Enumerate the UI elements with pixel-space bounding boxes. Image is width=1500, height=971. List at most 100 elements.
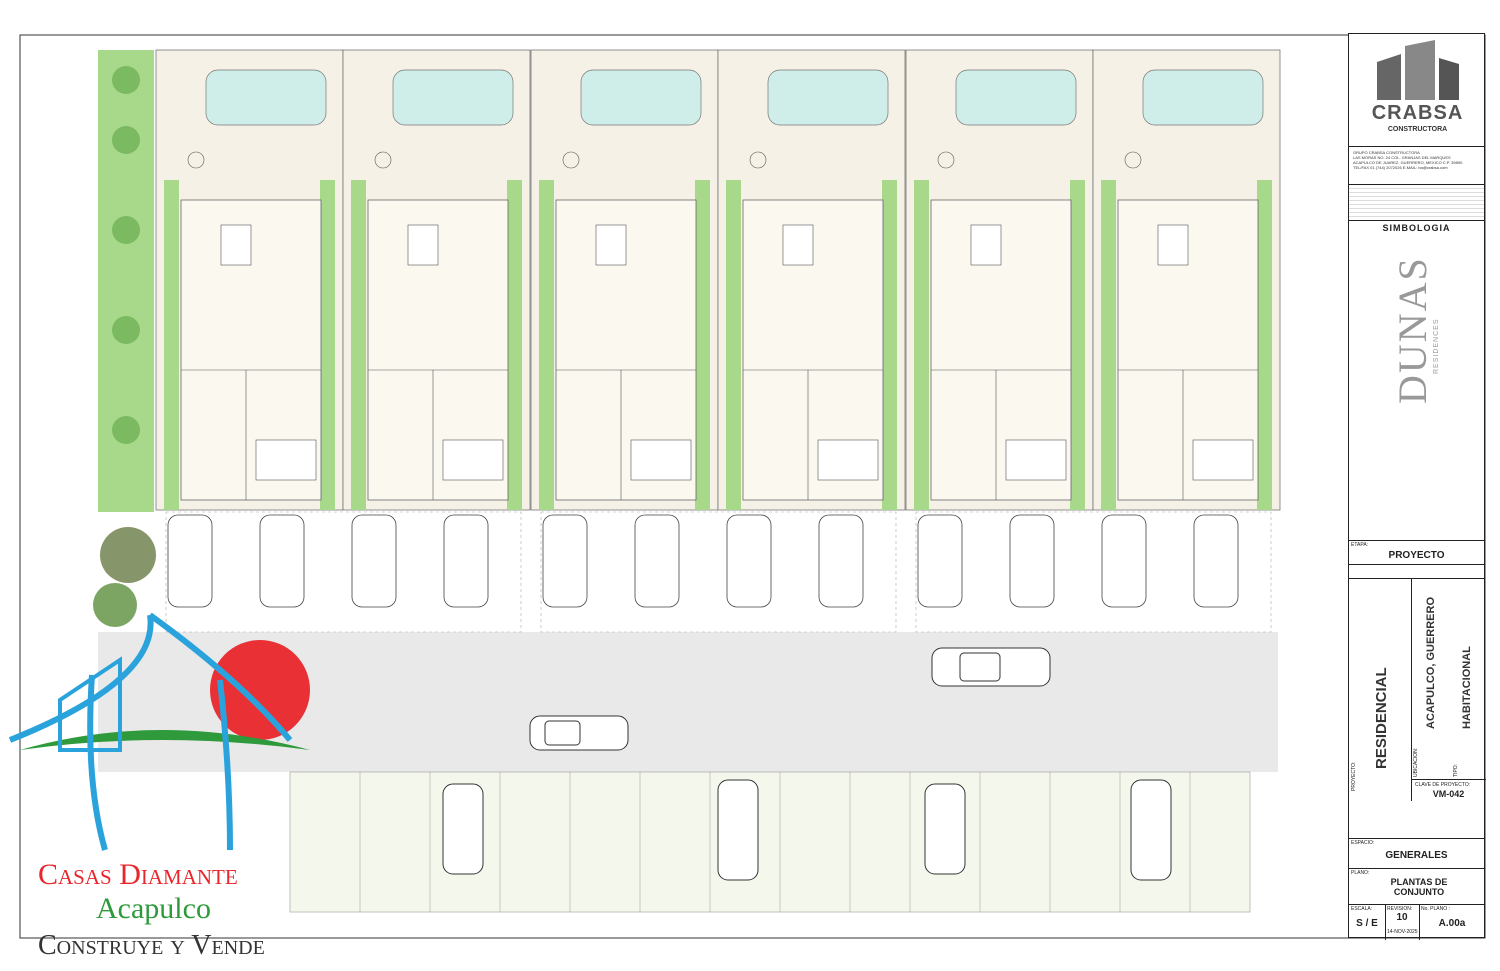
company-info: GRUPO CRABSA CONSTRUCTORA LAS MORAS NO. … bbox=[1349, 146, 1484, 184]
watermark-line-1: Casas Diamante bbox=[38, 858, 238, 891]
project-fields: PROYECTO: RESIDENCIAL UBICACION: ACAPULC… bbox=[1349, 578, 1486, 801]
plano-value: PLANTAS DE CONJUNTO bbox=[1390, 877, 1448, 897]
parked-car bbox=[167, 514, 213, 608]
plano-label: PLANO: bbox=[1351, 870, 1370, 876]
fecha-value: 14-NOV-2025 bbox=[1387, 929, 1418, 935]
watermark-line-3: Construye y Vende bbox=[38, 930, 265, 961]
detail-note-row bbox=[1349, 564, 1484, 578]
tipo-value: HABITACIONAL bbox=[1461, 646, 1473, 729]
pool bbox=[767, 69, 889, 126]
no-plano-label: No. PLANO : bbox=[1421, 906, 1450, 912]
watermark-logo: Casas Diamante Acapulco Construye y Vend… bbox=[0, 600, 330, 971]
espacio-row: ESPACIO: GENERALES bbox=[1349, 838, 1484, 868]
parked-car bbox=[1009, 514, 1055, 608]
parked-car bbox=[917, 514, 963, 608]
pool bbox=[1142, 69, 1264, 126]
bed bbox=[1005, 439, 1067, 481]
no-plano-value: A.00a bbox=[1438, 918, 1466, 929]
company-info-line-1: GRUPO CRABSA CONSTRUCTORA bbox=[1353, 150, 1420, 155]
pool bbox=[205, 69, 327, 126]
title-block: CRABSA CONSTRUCTORA GRUPO CRABSA CONSTRU… bbox=[1348, 33, 1486, 940]
bed bbox=[255, 439, 317, 481]
unit-side-garden bbox=[320, 180, 335, 510]
ubicacion-label: UBICACION: bbox=[1413, 747, 1419, 777]
patio-table bbox=[187, 151, 205, 169]
patio-table bbox=[562, 151, 580, 169]
pool bbox=[955, 69, 1077, 126]
housing-units-group bbox=[93, 49, 1281, 633]
dining-table bbox=[1157, 224, 1189, 266]
tree bbox=[112, 416, 140, 444]
company-name: CRABSA bbox=[1371, 102, 1464, 124]
carport-area bbox=[165, 511, 522, 633]
patio-table bbox=[937, 151, 955, 169]
unit-side-garden bbox=[1257, 180, 1272, 510]
watermark-line-2: Acapulco bbox=[96, 892, 211, 925]
brand-name: DUNAS bbox=[1390, 256, 1435, 404]
company-info-line-4: TEL/FAX 01 (744) 2072026 E-MAIL: ba@crab… bbox=[1353, 165, 1448, 170]
unit-side-garden bbox=[882, 180, 897, 510]
tree bbox=[112, 216, 140, 244]
proyecto-value: RESIDENCIAL bbox=[1373, 667, 1390, 769]
espacio-label: ESPACIO: bbox=[1351, 840, 1375, 846]
patio-table bbox=[374, 151, 392, 169]
bed bbox=[1192, 439, 1254, 481]
legal-notes bbox=[1349, 184, 1484, 220]
unit-side-garden bbox=[351, 180, 366, 510]
parked-car bbox=[443, 514, 489, 608]
escala-label: ESCALA: bbox=[1351, 906, 1373, 912]
etapa-row: ETAPA: PROYECTO bbox=[1349, 540, 1484, 564]
bed bbox=[442, 439, 504, 481]
parking-lot bbox=[289, 771, 1251, 913]
dining-table bbox=[220, 224, 252, 266]
unit-side-garden bbox=[539, 180, 554, 510]
bed bbox=[630, 439, 692, 481]
tree bbox=[112, 66, 140, 94]
plano-row: PLANO: PLANTAS DE CONJUNTO bbox=[1349, 868, 1484, 904]
carport-area bbox=[915, 511, 1272, 633]
shrub-cluster bbox=[100, 527, 156, 583]
proyecto-label: PROYECTO: bbox=[1351, 761, 1357, 791]
revision-label: REVISION: bbox=[1387, 906, 1413, 912]
unit-side-garden bbox=[164, 180, 179, 510]
clave-label: CLAVE DE PROYECTO: bbox=[1415, 782, 1471, 788]
tipo-label: TIPO: bbox=[1453, 763, 1459, 777]
parked-car bbox=[1101, 514, 1147, 608]
parking-stall-lines bbox=[359, 772, 1191, 912]
revision-value: 10 bbox=[1396, 912, 1408, 923]
tree bbox=[112, 126, 140, 154]
house-logo-icon bbox=[8, 612, 310, 851]
unit-side-garden bbox=[507, 180, 522, 510]
etapa-label: ETAPA: bbox=[1351, 542, 1369, 548]
pool bbox=[580, 69, 702, 126]
dining-table bbox=[407, 224, 439, 266]
tree bbox=[112, 316, 140, 344]
parked-car bbox=[726, 514, 772, 608]
legend-header: SIMBOLOGIA bbox=[1349, 220, 1484, 236]
patio-table bbox=[1124, 151, 1142, 169]
etapa-value: PROYECTO bbox=[1388, 550, 1445, 561]
unit-side-garden bbox=[1101, 180, 1116, 510]
espacio-value: GENERALES bbox=[1385, 850, 1448, 861]
company-info-line-3: ACAPULCO DE JUAREZ, GUERRERO, MEXICO C.P… bbox=[1353, 160, 1463, 165]
road-car-2 bbox=[529, 715, 629, 751]
ubicacion-value: ACAPULCO, GUERRERO bbox=[1425, 596, 1437, 729]
dining-table bbox=[595, 224, 627, 266]
dining-table bbox=[782, 224, 814, 266]
parked-car bbox=[542, 514, 588, 608]
legend-heading: SIMBOLOGIA bbox=[1382, 223, 1451, 233]
parked-car bbox=[818, 514, 864, 608]
unit-side-garden bbox=[726, 180, 741, 510]
company-info-line-2: LAS MORAS NO. 24 COL. GRANJAS DEL MARQUE… bbox=[1353, 155, 1451, 160]
patio-table bbox=[749, 151, 767, 169]
unit-side-garden bbox=[695, 180, 710, 510]
parked-car bbox=[1193, 514, 1239, 608]
shrub-cluster bbox=[93, 583, 137, 627]
unit-side-garden bbox=[1070, 180, 1085, 510]
brand-subtitle: RESIDENCES bbox=[1433, 318, 1440, 374]
unit-side-garden bbox=[914, 180, 929, 510]
sheet-info-row: ESCALA: S / E REVISION: 10 14-NOV-2025 N… bbox=[1349, 904, 1484, 940]
clave-value: VM-042 bbox=[1432, 789, 1465, 799]
parked-car bbox=[634, 514, 680, 608]
